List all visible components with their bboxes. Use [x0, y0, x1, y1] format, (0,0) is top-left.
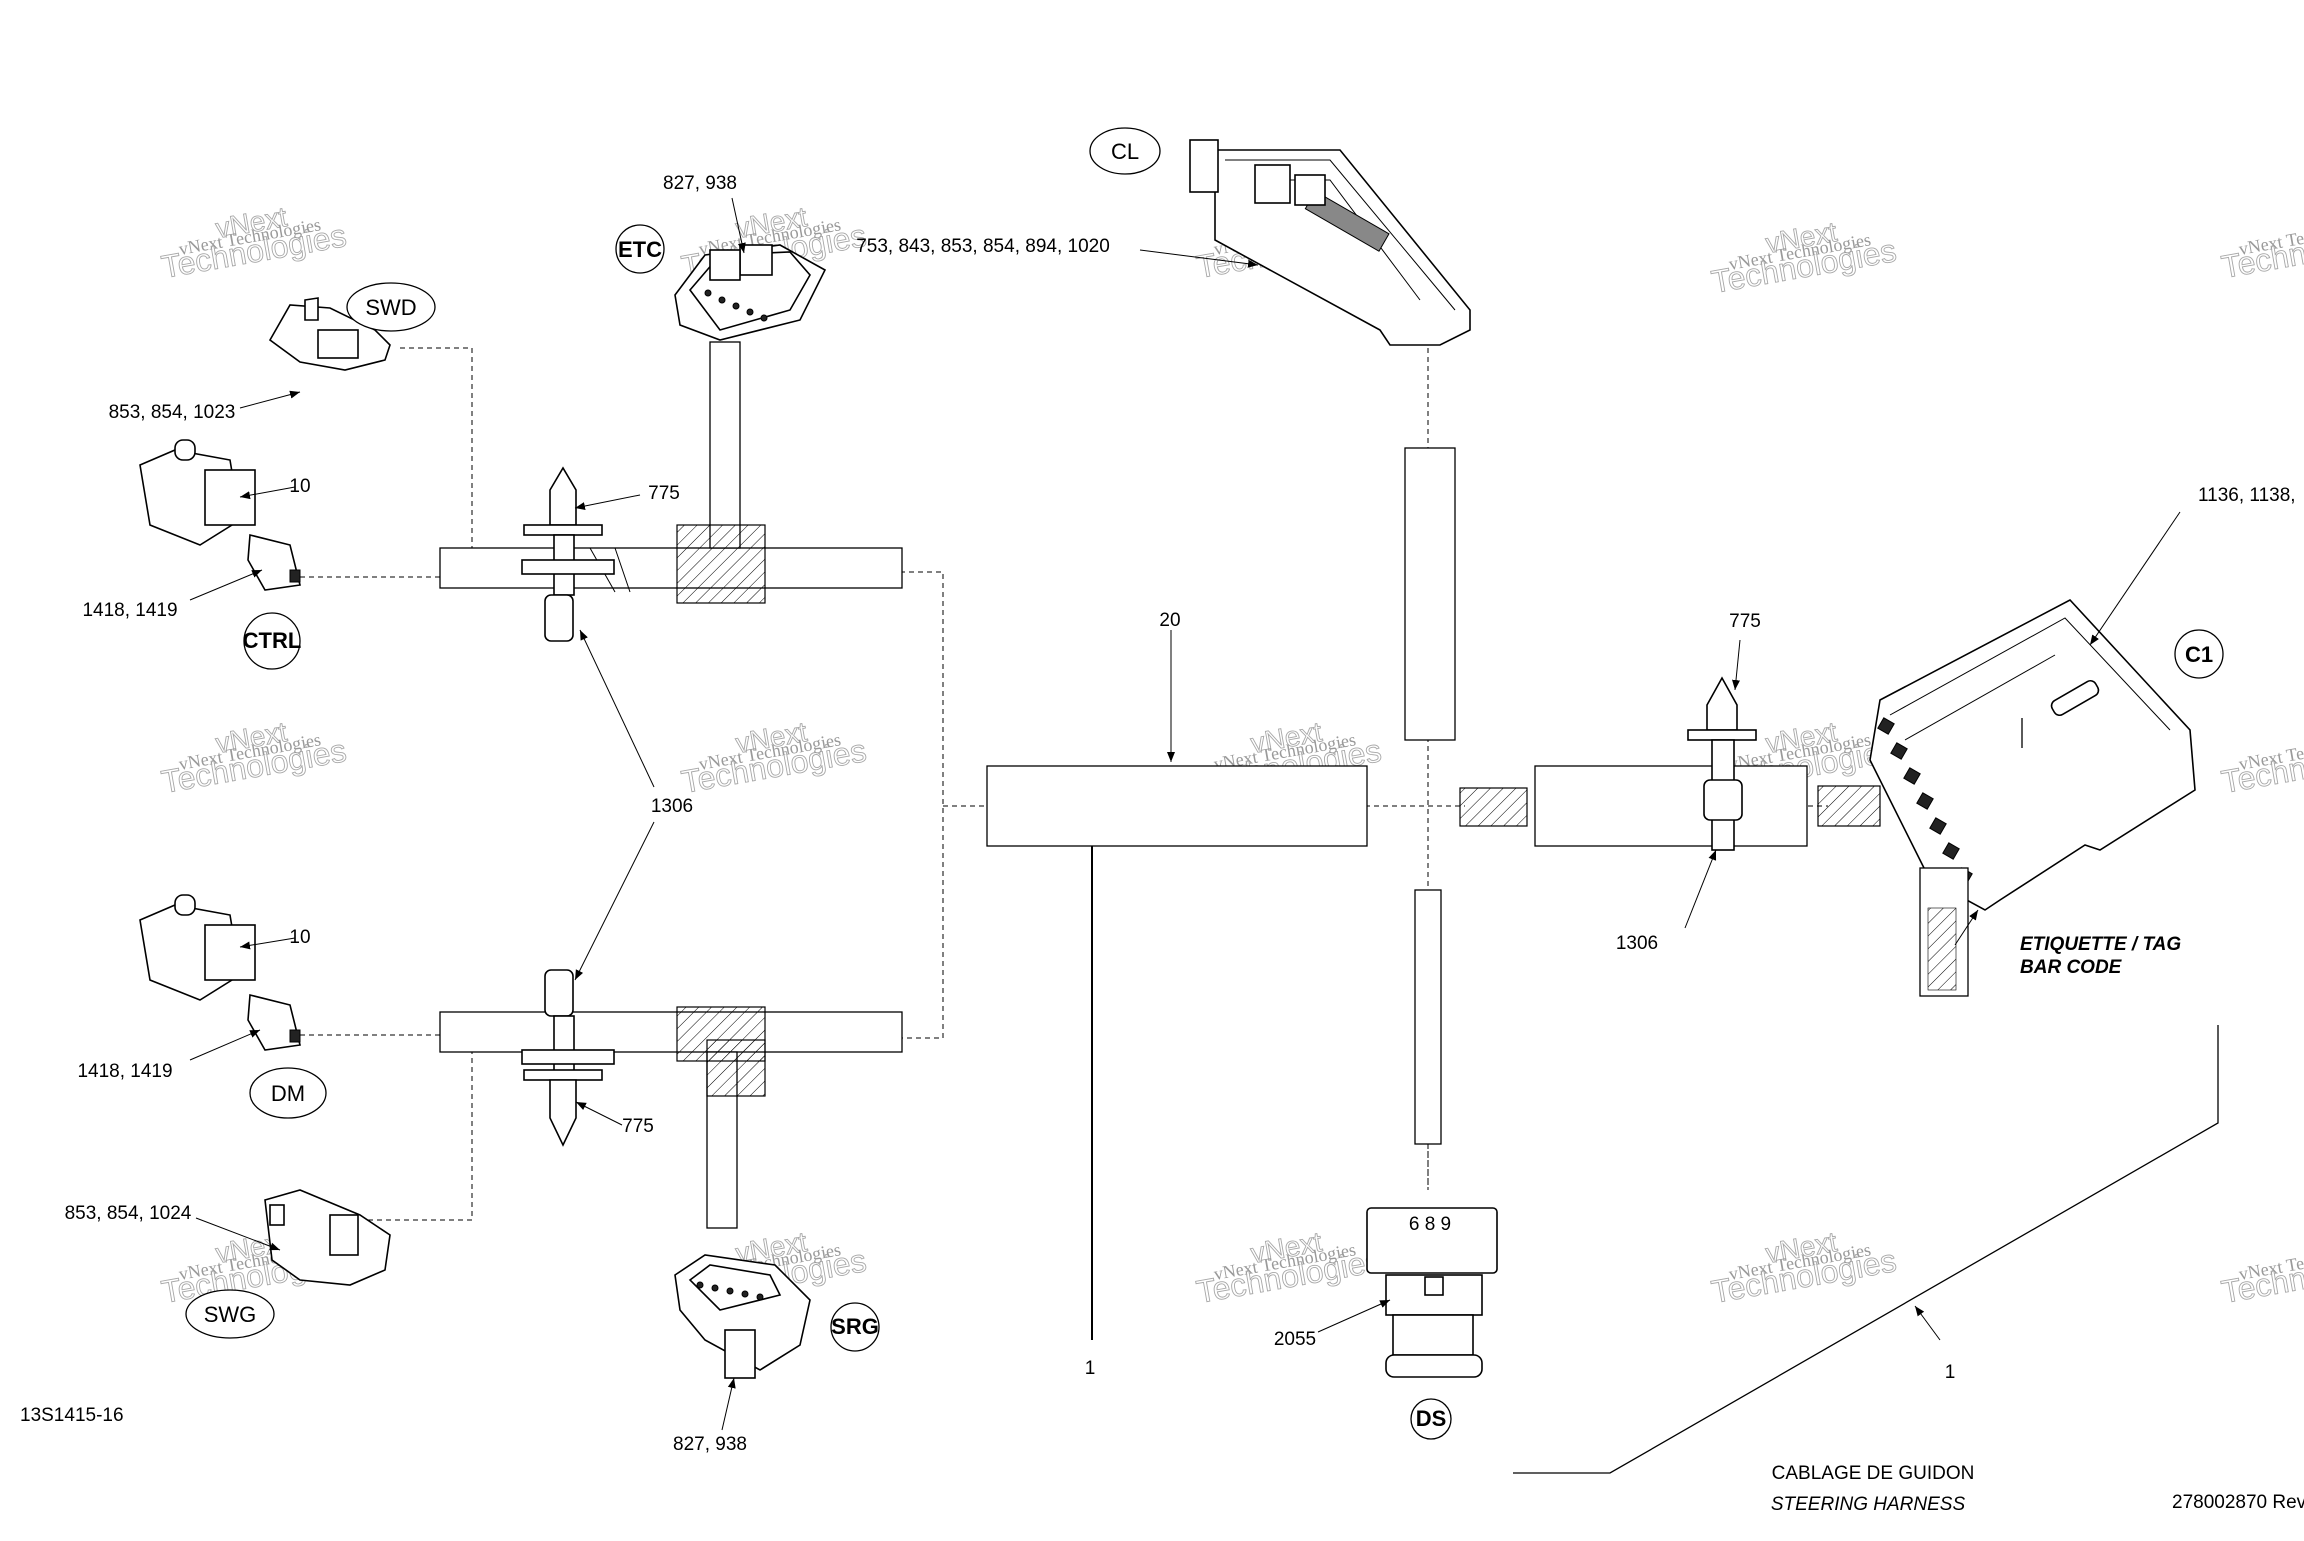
callout-689: 6 8 9 — [1409, 1214, 1451, 1235]
title-block: 13S1415-16 CABLAGE DE GUIDON STEERING HA… — [20, 1405, 2304, 1515]
leader-lines — [189, 197, 2181, 1431]
callout-2055: 2055 — [1274, 1329, 1316, 1350]
connector-srg-drawing — [674, 1254, 811, 1379]
part-number: 278002870 Rev — [2172, 1492, 2304, 1513]
callout-20: 20 — [1159, 610, 1180, 631]
callout-827-938-top: 827, 938 — [663, 173, 737, 194]
watermark: Technologies vNext vNext Technologies — [678, 716, 869, 801]
bundle-upper-left — [439, 547, 903, 589]
barcode-tag — [1919, 867, 1969, 997]
hatch-right-1 — [1459, 787, 1528, 827]
connector-cl-label: CL — [1111, 139, 1139, 164]
connector-swg-badge — [185, 1289, 275, 1339]
hatch-upper-left — [676, 524, 766, 604]
callout-1418-1419-bottom: 1418, 1419 — [77, 1061, 172, 1082]
connector-etc-drawing — [674, 244, 827, 341]
connector-c1-label: C1 — [2185, 642, 2213, 667]
connector-srg-badge — [830, 1302, 880, 1352]
callouts: 827, 938 753, 843, 853, 854, 894, 1020 8… — [65, 173, 2296, 1455]
callout-1136: 1136, 1138, — [2198, 485, 2296, 506]
connector-swd-drawing — [268, 297, 391, 371]
callout-827-938-bottom: 827, 938 — [673, 1434, 747, 1455]
callout-753-list: 753, 843, 853, 854, 894, 1020 — [856, 236, 1110, 257]
connector-c1-drawing — [1869, 599, 2196, 911]
connector-cl-badge — [1089, 127, 1161, 175]
watermark: Technologies vNext vNext Technologies — [1708, 1226, 1899, 1311]
bundle-etc — [709, 341, 741, 549]
tag-label-line1: ETIQUETTE / TAG — [2020, 934, 2181, 955]
connector-ds-badge — [1410, 1398, 1452, 1440]
bundle-cl — [1404, 447, 1456, 741]
sensor-dm-drawing — [139, 894, 301, 1051]
watermark: Technologies vNext vNext Technologies — [1193, 1226, 1384, 1311]
connector-swd-label: SWD — [365, 295, 416, 320]
connector-c1-badge — [2174, 629, 2224, 679]
connector-etc-label: ETC — [618, 237, 662, 262]
callout-1418-1419-top: 1418, 1419 — [82, 600, 177, 621]
clip-upper-left — [521, 466, 615, 642]
connector-cl-drawing — [1189, 139, 1471, 346]
bundle-lower-left — [439, 1011, 903, 1053]
clip-right — [1687, 676, 1757, 851]
title-french: CABLAGE DE GUIDON — [1772, 1463, 1975, 1484]
callout-775-left-top: 775 — [648, 483, 680, 504]
tag-label-line2: BAR CODE — [2020, 957, 2123, 978]
bundle-ds — [1414, 889, 1442, 1145]
callout-1-left: 1 — [1085, 1358, 1096, 1379]
drawing-code: 13S1415-16 — [20, 1405, 124, 1426]
sensor-ctrl-drawing — [139, 439, 301, 591]
callout-1-right: 1 — [1945, 1362, 1956, 1383]
watermark: Technologies vNext Technologies — [2218, 729, 2304, 800]
watermark: Technologies vNext vNext Technologies — [1708, 216, 1899, 301]
connector-swg-label: SWG — [204, 1302, 257, 1327]
harness-bundles — [439, 341, 2219, 1474]
watermark: Technologies vNext vNext Technologies — [158, 716, 349, 801]
hatch-right-2 — [1817, 785, 1881, 827]
connector-srg-label: SRG — [831, 1314, 879, 1339]
bundle-center — [986, 765, 1368, 847]
connector-etc-badge — [615, 224, 665, 274]
connector-swd-badge — [346, 282, 436, 332]
watermark: Technologies vNext Technologies — [2218, 214, 2304, 285]
connector-dm-label: DM — [271, 1081, 305, 1106]
callout-775-right: 775 — [1729, 611, 1761, 632]
callout-1306-left: 1306 — [651, 796, 693, 817]
connector-labels: CL ETC SWD CTRL C1 DM SWG SRG DS — [185, 127, 2224, 1440]
callout-10-bottom: 10 — [289, 927, 310, 948]
connector-ds-drawing — [1366, 1207, 1498, 1378]
callout-10-top: 10 — [289, 476, 310, 497]
callout-775-left-bottom: 775 — [622, 1116, 654, 1137]
bundle-right — [1534, 765, 1808, 847]
watermark: Technologies vNext Technologies — [2218, 1239, 2304, 1310]
connector-ds-label: DS — [1416, 1406, 1447, 1431]
connector-ctrl-label: CTRL — [243, 628, 302, 653]
connector-ctrl-badge — [243, 612, 301, 670]
callout-1306-right: 1306 — [1616, 933, 1658, 954]
title-english: STEERING HARNESS — [1771, 1494, 1966, 1515]
callout-853-854-1023: 853, 854, 1023 — [109, 402, 236, 423]
connector-dm-badge — [249, 1067, 327, 1119]
watermark: Technologies vNext vNext Technologies — [158, 201, 349, 286]
clip-lower-left — [521, 969, 615, 1147]
callout-853-854-1024: 853, 854, 1024 — [65, 1203, 192, 1224]
connector-swg-drawing — [264, 1189, 391, 1286]
